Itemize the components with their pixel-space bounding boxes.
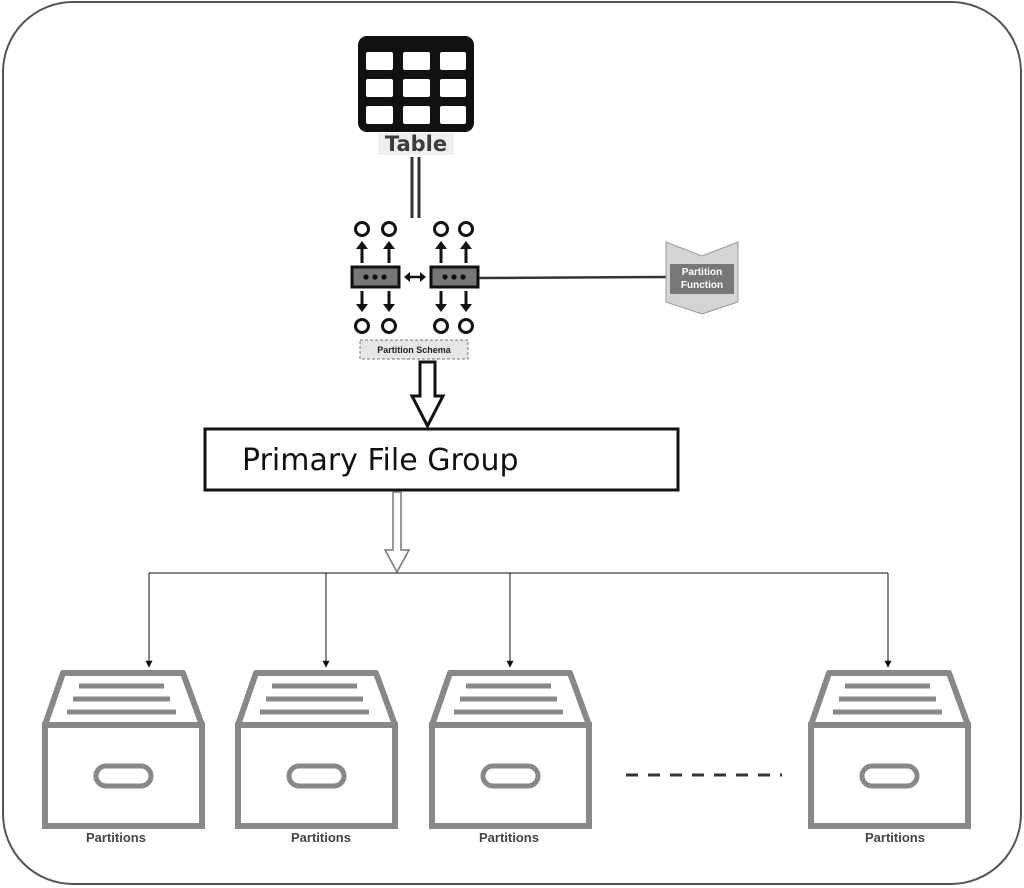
table-icon	[358, 36, 474, 132]
partition-function-icon: Partition Function	[665, 241, 739, 315]
distribution-connector	[145, 572, 892, 668]
partition-box-1	[42, 670, 205, 829]
partition-box-2	[235, 670, 398, 829]
partition-schema-icon	[350, 221, 480, 334]
schema-function-connector	[478, 275, 668, 280]
filegroup-to-partitions-arrow	[383, 491, 411, 574]
table-label: Table	[385, 132, 447, 156]
partition-label-4: Partitions	[865, 830, 925, 845]
primary-file-group-box	[203, 427, 680, 492]
archive-drawer-icon	[235, 670, 398, 829]
partition-box-3	[429, 670, 592, 829]
partition-function-label-line1: Partition	[682, 267, 723, 278]
partition-label-3: Partitions	[479, 830, 539, 845]
table-schema-connector	[410, 157, 421, 218]
table-label-bg	[378, 133, 454, 155]
archive-drawer-icon	[429, 670, 592, 829]
schema-to-filegroup-arrow	[409, 360, 446, 430]
archive-drawer-icon	[808, 670, 971, 829]
partition-schema-label-box	[359, 339, 469, 360]
partition-box-4	[808, 670, 971, 829]
archive-drawer-icon	[42, 670, 205, 829]
partition-label-2: Partitions	[291, 830, 351, 845]
primary-file-group-label: Primary File Group	[242, 443, 519, 478]
partition-label-1: Partitions	[86, 830, 146, 845]
partition-function-label-line2: Function	[681, 280, 723, 291]
partition-schema-label: Partition Schema	[377, 345, 452, 355]
